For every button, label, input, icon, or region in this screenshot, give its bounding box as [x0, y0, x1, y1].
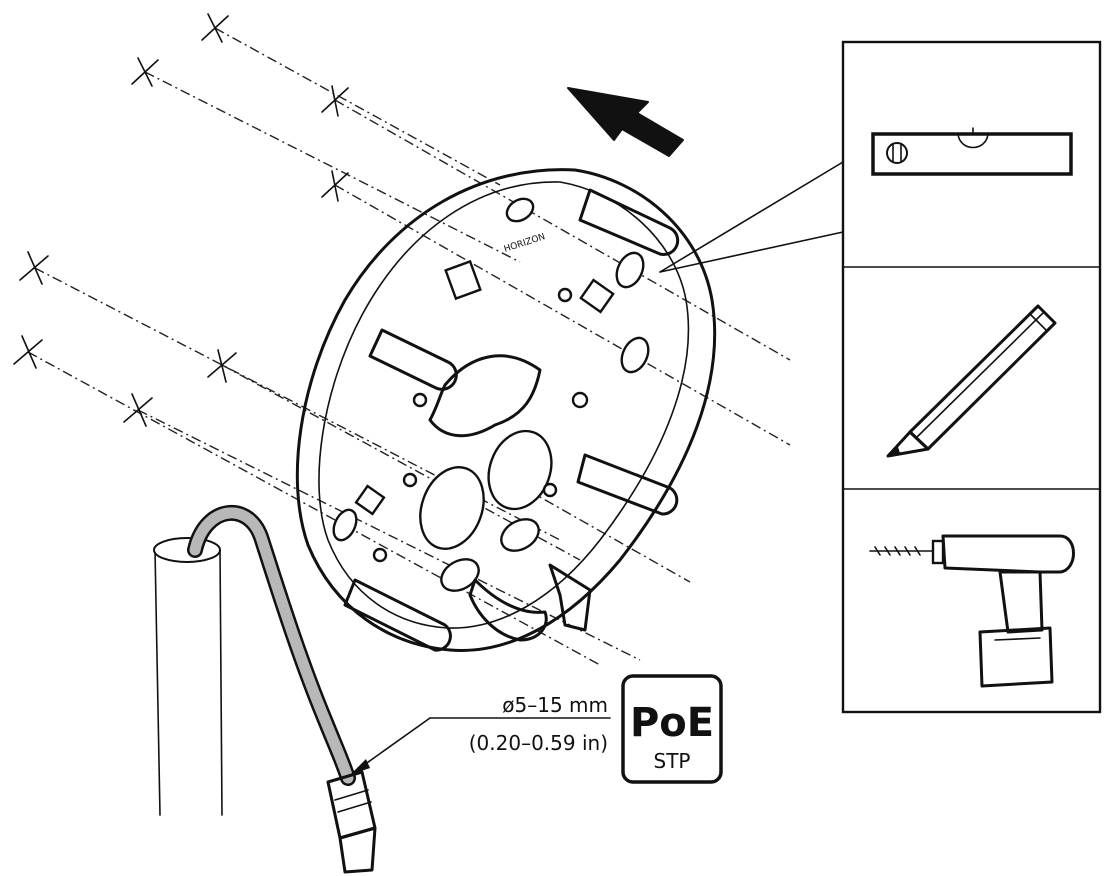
poe-stp-badge: PoE STP [621, 674, 723, 784]
tools-panel [841, 40, 1102, 714]
plate-engraving: HORIZON [503, 232, 547, 255]
poe-badge-subtitle: STP [654, 749, 691, 773]
pencil-icon [886, 304, 1057, 458]
spirit-level-icon [871, 127, 1073, 176]
cable-diameter-in: (0.20–0.59 in) [469, 731, 608, 755]
drill-guide-lines [27, 27, 791, 666]
cable-annotation: ø5–15 mm (0.20–0.59 in) [350, 693, 611, 775]
direction-arrow [567, 87, 684, 157]
mount-plate: HORIZON [295, 168, 717, 652]
wall-marks [13, 13, 349, 427]
conduit-pipe [153, 537, 223, 816]
poe-badge-title: PoE [630, 700, 714, 746]
rj45-connector [326, 770, 377, 874]
callout-wedge [659, 161, 844, 273]
drill-icon [869, 534, 1075, 688]
cable-diameter-mm: ø5–15 mm [502, 693, 608, 717]
